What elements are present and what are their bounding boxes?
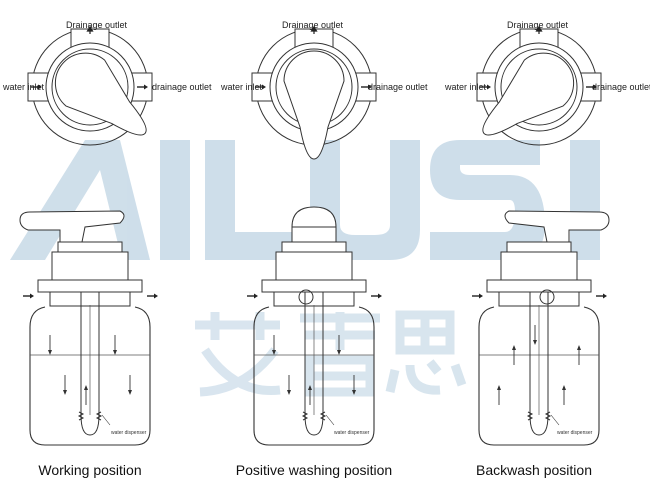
arrow-right-icon-head (368, 84, 372, 90)
watermark-letter (205, 140, 300, 260)
outlet-arrow-head (378, 293, 382, 299)
valve-cap-top (281, 241, 347, 253)
caption-working: Working position (38, 462, 142, 478)
inlet-arrow-head (30, 293, 34, 299)
label-water-dispenser: water dispenser (557, 430, 593, 436)
flow-arrow-head (113, 350, 117, 355)
handle-lever (54, 52, 147, 136)
center-tube (304, 292, 324, 436)
dispenser-pointer (325, 414, 335, 426)
label-drainage-outlet-side: drainage outlet (152, 82, 212, 92)
dispenser-pointer (550, 414, 560, 426)
dial-handle (482, 52, 575, 136)
valve-ball (539, 289, 555, 305)
center-tube (529, 292, 549, 436)
arrow-right-icon-head (487, 84, 491, 90)
valve-neck (273, 291, 355, 307)
watermark-glyph (385, 310, 467, 395)
valve-lever (19, 210, 125, 243)
valve-cap-top (57, 241, 123, 253)
arrow-right-icon-head (144, 84, 148, 90)
watermark-letter (160, 140, 190, 260)
label-drainage-outlet-top: Drainage outlet (66, 20, 128, 30)
valve-cap (500, 251, 578, 281)
inlet-arrow-head (479, 293, 483, 299)
flow-arrow-head (287, 390, 291, 395)
flow-arrow-head (352, 390, 356, 395)
label-drainage-outlet-top: Drainage outlet (282, 20, 344, 30)
tank-body (478, 306, 600, 446)
panel-drawing-2 (472, 25, 610, 446)
arrow-up-icon (310, 25, 318, 34)
valve-neck (498, 291, 580, 307)
caption-backwash: Backwash position (476, 462, 592, 478)
inlet-arrow-head (254, 293, 258, 299)
handle-lever (482, 52, 575, 136)
panel-drawing-0 (19, 25, 158, 446)
caption-positive-washing: Positive washing position (235, 462, 393, 478)
flow-arrow-head (497, 385, 501, 390)
flow-arrow-head (63, 390, 67, 395)
arrow-right-icon-head (262, 84, 266, 90)
outlet-arrow-head (154, 293, 158, 299)
valve-cap (275, 251, 353, 281)
arrow-right-icon-head (38, 84, 42, 90)
label-drainage-outlet-side: drainage outlet (368, 82, 428, 92)
valve-neck (49, 291, 131, 307)
tube-flow-arrow-head (84, 385, 88, 390)
valve-head (486, 279, 592, 293)
watermark-chinese-graphic (195, 310, 467, 397)
label-water-dispenser: water dispenser (334, 430, 370, 436)
tube-flow-arrow-head (533, 340, 537, 345)
valve-knob (291, 206, 337, 243)
label-drainage-outlet-top: Drainage outlet (507, 20, 569, 30)
watermark-letter (430, 140, 545, 260)
flow-arrow-head (562, 385, 566, 390)
arrow-up-icon (86, 25, 94, 34)
flow-arrow-head (128, 390, 132, 395)
flow-arrow-head (577, 345, 581, 350)
dial-inner (500, 48, 578, 126)
dispenser-slots (77, 411, 103, 421)
tank-body (29, 306, 151, 446)
center-tube (80, 292, 100, 436)
valve-ball (298, 289, 314, 305)
valve-cap-top (506, 241, 572, 253)
dial-handle (54, 52, 147, 136)
outlet-arrow-head (603, 293, 607, 299)
panel-drawing-1 (247, 25, 382, 446)
label-water-inlet: water inlet (445, 82, 487, 92)
arrow-right-icon-head (593, 84, 597, 90)
valve-lever (504, 210, 610, 243)
dispenser-slots (526, 411, 552, 421)
flow-arrow-head (512, 345, 516, 350)
label-water-inlet: water inlet (221, 82, 263, 92)
arrow-up-icon (535, 25, 543, 34)
tank-body (253, 306, 375, 446)
dispenser-pointer (101, 414, 111, 426)
flow-arrow-head (48, 350, 52, 355)
watermark-glyph (300, 312, 380, 397)
valve-head (37, 279, 143, 293)
valve-cap (51, 251, 129, 281)
watermark-glyph (195, 312, 281, 397)
label-drainage-outlet-side: drainage outlet (592, 82, 650, 92)
dial-inner (51, 48, 129, 126)
tube-flow-arrow-head (308, 385, 312, 390)
handle-lever (283, 50, 345, 160)
label-water-inlet: water inlet (3, 82, 45, 92)
valve-head (261, 279, 367, 293)
dispenser-slots (301, 411, 327, 421)
dial-handle (283, 50, 345, 160)
watermark-letter (310, 140, 420, 260)
label-water-dispenser: water dispenser (111, 430, 147, 436)
flow-arrow-head (272, 350, 276, 355)
flow-arrow-head (337, 350, 341, 355)
